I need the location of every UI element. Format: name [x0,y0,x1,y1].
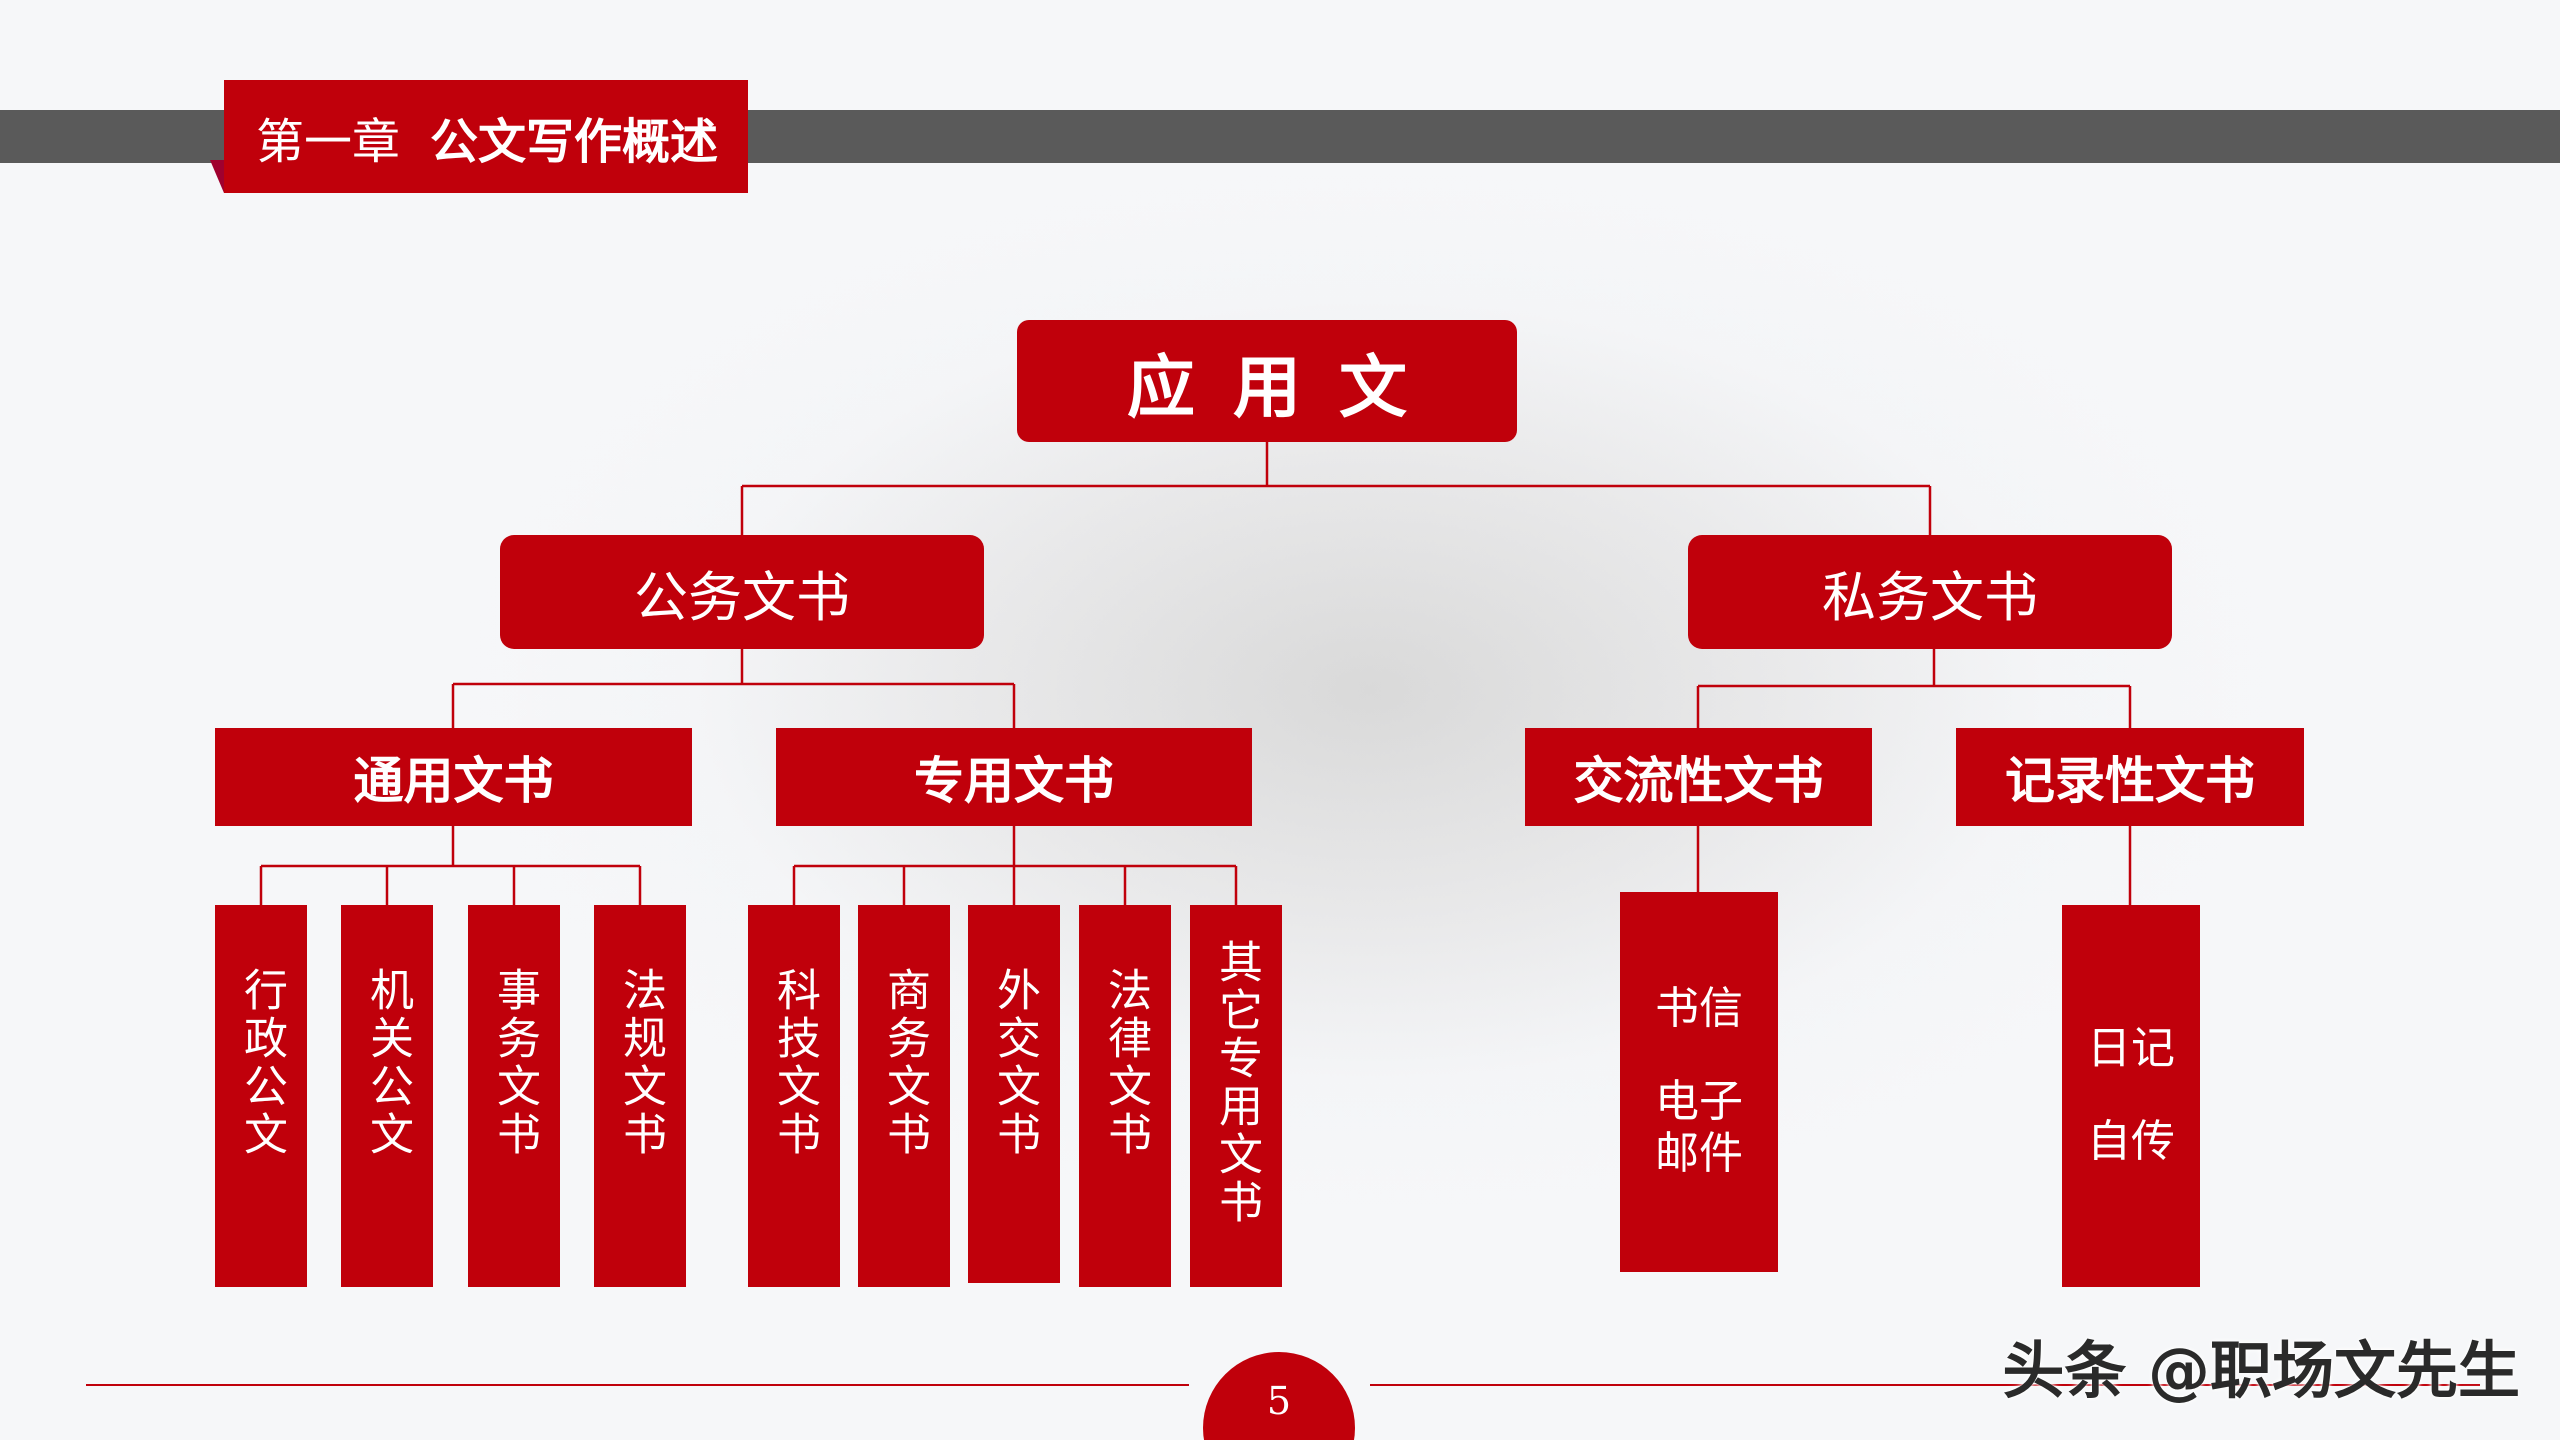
leaf-letters: 书信 [1655,982,1743,1034]
chapter-tab: 第一章 公文写作概述 [224,80,748,193]
footer-line-left [86,1384,1189,1386]
leaf-affairs-documents: 事务文书 [468,905,560,1287]
leaf-technology-documents: 科技文书 [748,905,840,1287]
node-communication-documents: 交流性文书 [1525,728,1872,826]
leaf-agency-official: 机关公文 [341,905,433,1287]
page-number: 5 [1203,1352,1355,1440]
node-private-documents: 私务文书 [1688,535,2172,649]
node-general-documents: 通用文书 [215,728,692,826]
leaf-email: 电子邮件 [1655,1075,1743,1180]
leaf-administrative-official: 行政公文 [215,905,307,1287]
leaf-diplomatic-documents: 外交文书 [968,905,1060,1283]
footer-line-right [1370,1384,2480,1386]
root-node: 应用文 [1017,320,1517,442]
watermark: 头条 @职场文先生 [2002,1334,2520,1407]
node-special-documents: 专用文书 [776,728,1252,826]
leaf-record-list: 日记 自传 [2062,905,2200,1287]
leaf-regulation-documents: 法规文书 [594,905,686,1287]
node-record-documents: 记录性文书 [1956,728,2304,826]
leaf-communication-list: 书信 电子邮件 [1620,892,1778,1272]
leaf-legal-documents: 法律文书 [1079,905,1171,1287]
chapter-title: 公文写作概述 [430,113,719,170]
chapter-tab-fold [210,160,224,193]
leaf-autobiography: 自传 [2087,1116,2175,1167]
leaf-diary: 日记 [2087,1023,2175,1075]
chapter-number: 第一章 [256,113,401,170]
leaf-other-special-documents: 其它专用文书 [1190,905,1282,1287]
leaf-business-documents: 商务文书 [858,905,950,1287]
node-official-documents: 公务文书 [500,535,984,649]
